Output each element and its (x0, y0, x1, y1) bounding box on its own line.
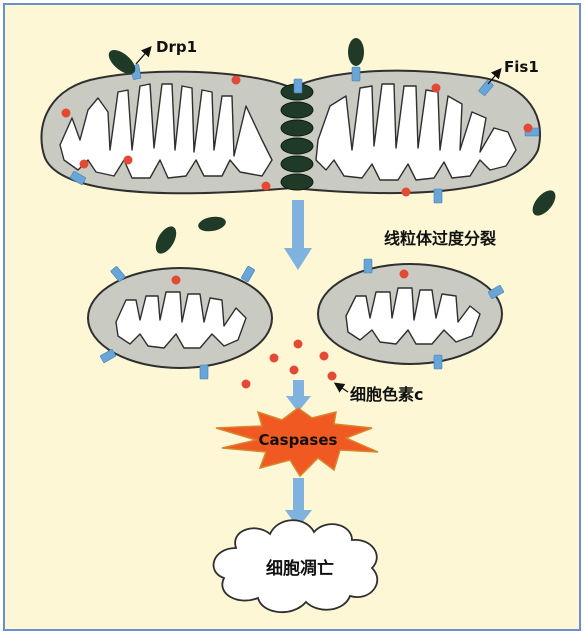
drp1-molecule (348, 38, 364, 66)
cytochrome-c-dot (62, 109, 71, 118)
drp1-ring-unit (281, 156, 313, 172)
cytochrome-c-dot (290, 366, 299, 375)
cytochrome-c-dot (80, 160, 89, 169)
fis1-receptor (434, 355, 442, 369)
fis1-label: Fis1 (504, 58, 539, 76)
cytochrome-c-dot (328, 372, 337, 381)
dividing-mitochondrion (41, 64, 540, 203)
cytochrome-c-dot (432, 84, 441, 93)
fis1-receptor (200, 365, 208, 379)
cytochrome-c-dot (524, 124, 533, 133)
fis1-receptor (434, 189, 442, 203)
drp1-ring-unit (281, 102, 313, 118)
cytochrome-c-dot (320, 352, 329, 361)
cytochrome-c-dot (402, 188, 411, 197)
cytochrome-c-dot (294, 340, 303, 349)
drp1-ring-unit (281, 174, 313, 190)
cytochrome-c-dot (270, 354, 279, 363)
caspases-label: Caspases (259, 431, 338, 449)
fis1-receptor (294, 79, 302, 93)
cytochrome-c-dot (262, 182, 271, 191)
cytochrome-c-dot (400, 270, 409, 279)
cytochrome-c-dot (232, 76, 241, 85)
apoptosis-label: 细胞凋亡 (266, 558, 334, 579)
drp1-label: Drp1 (156, 38, 197, 56)
cytochrome-c-dot (124, 156, 133, 165)
drp1-ring-unit (281, 120, 313, 136)
fis1-receptor (364, 259, 372, 273)
cytochrome-c-dot (172, 276, 181, 285)
drp1-ring-unit (281, 138, 313, 154)
cytochrome-c-dot (242, 380, 251, 389)
fis1-receptor (352, 67, 360, 81)
fission-label: 线粒体过度分裂 (384, 229, 496, 248)
cytochrome-c-label: 细胞色素c (350, 385, 424, 404)
